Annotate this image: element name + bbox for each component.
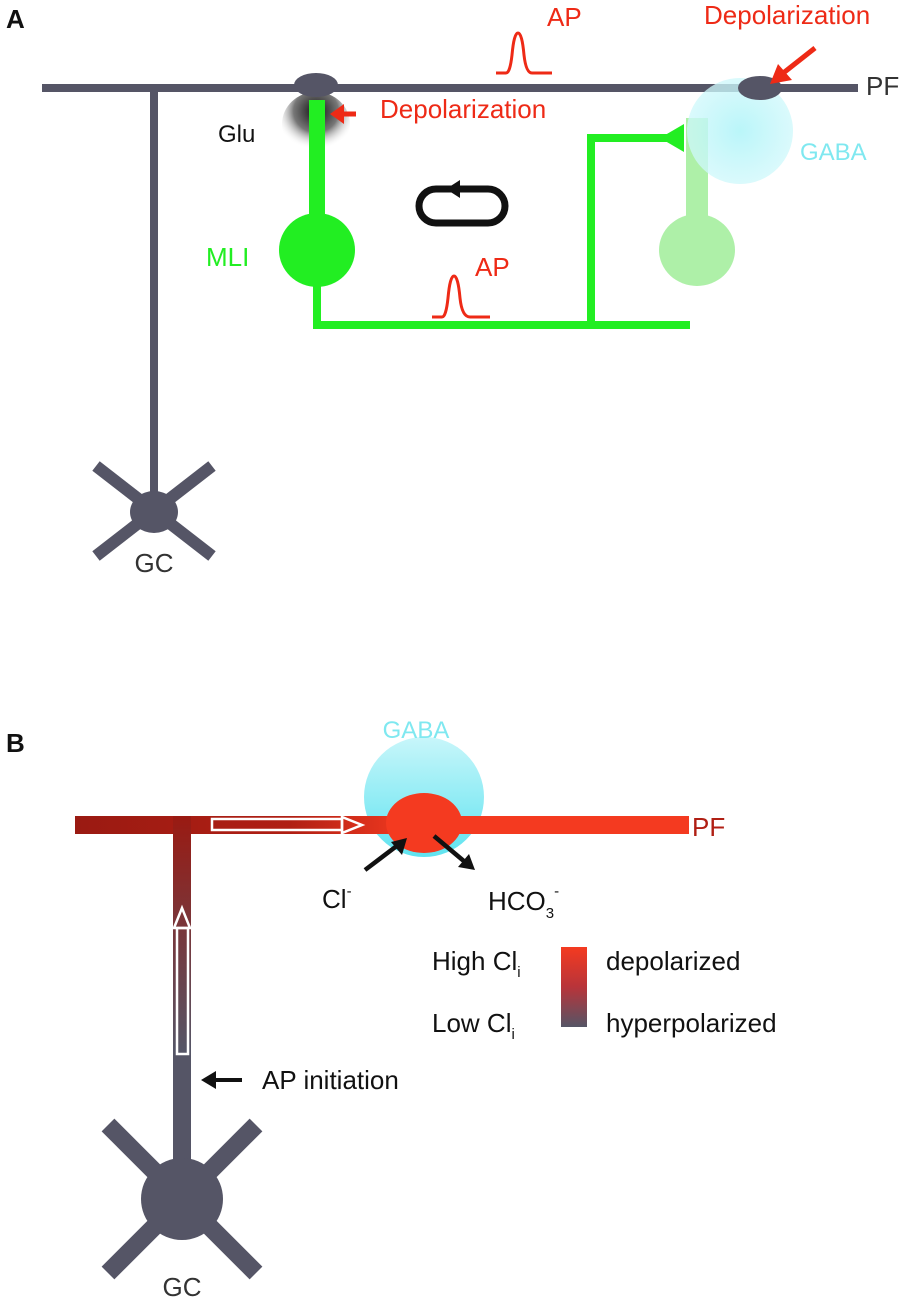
gaba-label-b: GABA <box>383 717 450 744</box>
gc-axon-b <box>173 816 191 1176</box>
black-arrow-icon-cl-influx <box>363 838 407 872</box>
mli-label: MLI <box>206 242 249 272</box>
legend-high-cl: High Cli <box>432 946 521 981</box>
pf-label-a: PF <box>866 71 899 101</box>
legend-low-cl: Low Cli <box>432 1008 515 1043</box>
black-arrow-icon <box>201 1071 242 1089</box>
pf-bouton-left <box>294 73 338 97</box>
gc-soma-a <box>130 491 178 533</box>
granule-cell-b <box>101 1118 263 1280</box>
mli-terminal <box>660 124 684 152</box>
panel-b-letter: B <box>6 728 25 758</box>
parallel-fiber-b <box>75 816 689 834</box>
ap-initiation-label: AP initiation <box>262 1065 399 1095</box>
gaba-label-a: GABA <box>800 139 867 166</box>
legend-hyperpolarized: hyperpolarized <box>606 1008 777 1038</box>
gaba-cloud-a <box>687 78 793 184</box>
red-arrow-icon-left <box>330 104 356 124</box>
gc-label-a: GC <box>135 548 174 578</box>
pf-bouton-b <box>386 793 462 853</box>
pf-label-b: PF <box>692 812 725 842</box>
red-arrow-icon <box>770 46 817 84</box>
cycle-arrow-icon <box>415 180 509 227</box>
legend: High Cli Low Cli depolarized hyperpolari… <box>432 946 777 1043</box>
ap-label-top: AP <box>547 2 582 32</box>
gc-label-b: GC <box>163 1272 202 1300</box>
legend-depolarized: depolarized <box>606 946 740 976</box>
action-potential-icon <box>496 31 552 75</box>
depolarization-label-right: Depolarization <box>704 0 870 30</box>
panel-a-letter: A <box>6 4 25 34</box>
depolarization-label-left: Depolarization <box>380 94 546 124</box>
white-outline-arrow-icon-vertical <box>172 904 192 1056</box>
action-potential-icon-mid <box>432 274 490 319</box>
panel-b: B GABA PF GC AP initiatio <box>6 717 777 1300</box>
chloride-label: Cl- <box>322 883 352 914</box>
mli-axon <box>313 280 690 329</box>
mli-autapse-branch <box>587 134 672 325</box>
mli-cell-active <box>279 100 690 329</box>
mli-soma <box>279 213 355 287</box>
legend-gradient-bar <box>561 947 587 1027</box>
panel-a: A GC Glu MLI GABA PF <box>6 0 899 578</box>
bicarbonate-label: HCO3- <box>488 883 559 922</box>
ap-label-mid: AP <box>475 252 510 282</box>
gc-soma-b <box>141 1158 223 1240</box>
white-outline-arrow-icon <box>210 815 366 835</box>
glu-label: Glu <box>218 121 255 148</box>
black-arrow-icon-hco3-efflux <box>432 834 475 870</box>
